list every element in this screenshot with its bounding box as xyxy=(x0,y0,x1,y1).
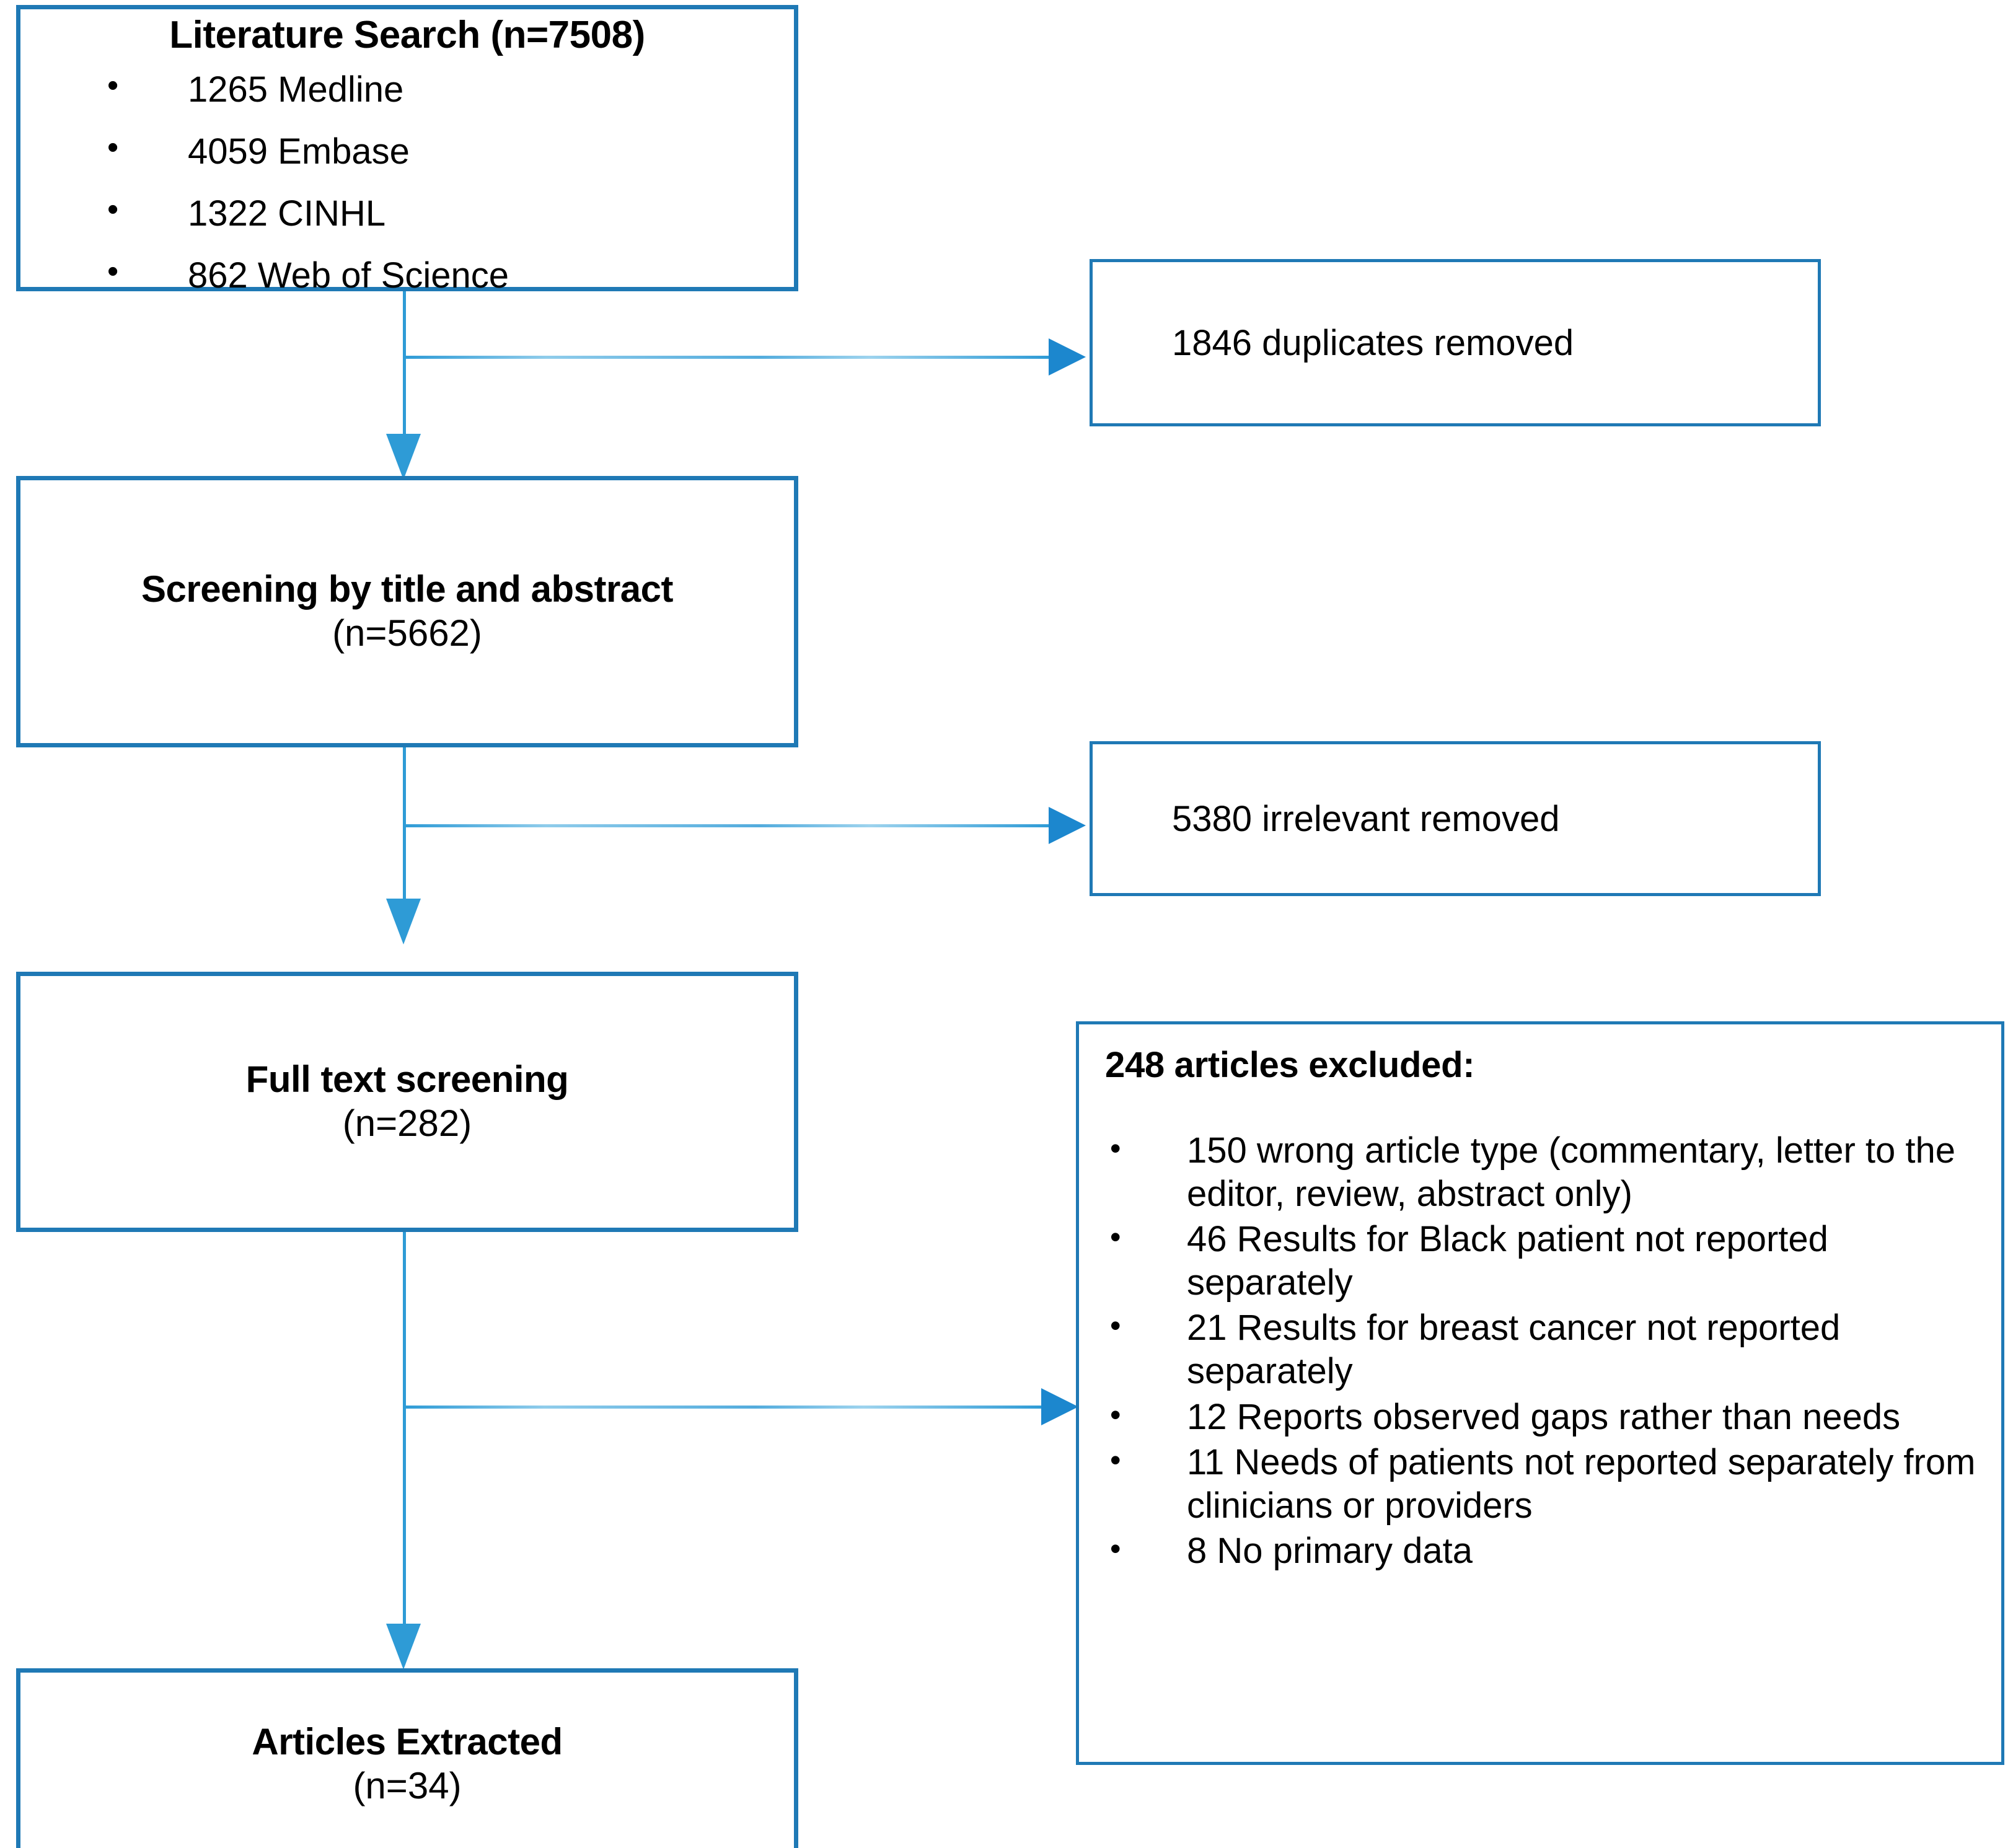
box-literature-search: Literature Search (n=7508) 1265 Medline … xyxy=(16,5,798,294)
box-title-abstract-screening: Screening by title and abstract (n=5662) xyxy=(16,476,798,747)
connector-arrowhead-right-3 xyxy=(1041,1388,1078,1425)
articles-extracted-title: Articles Extracted xyxy=(252,1721,563,1763)
list-item: 8 No primary data xyxy=(1105,1529,2001,1573)
title-abstract-screening-count: (n=5662) xyxy=(332,612,482,654)
connector-hline-2 xyxy=(404,824,1050,827)
title-abstract-screening-title: Screening by title and abstract xyxy=(141,568,674,610)
box-articles-extracted: Articles Extracted (n=34) xyxy=(16,1668,798,1848)
list-item: 11 Needs of patients not reported separa… xyxy=(1105,1441,2001,1527)
connector-arrowhead-right-2 xyxy=(1049,807,1086,844)
literature-search-title: Literature Search (n=7508) xyxy=(169,14,645,56)
list-item: 12 Reports observed gaps rather than nee… xyxy=(1105,1396,2001,1439)
box-full-text-screening: Full text screening (n=282) xyxy=(16,972,798,1232)
duplicates-removed-text: 1846 duplicates removed xyxy=(1172,322,1574,363)
list-item: 1322 CINHL xyxy=(107,193,794,232)
full-text-screening-count: (n=282) xyxy=(342,1102,472,1144)
articles-excluded-heading: 248 articles excluded: xyxy=(1105,1045,1475,1085)
connector-arrowhead-right-1 xyxy=(1049,338,1086,376)
connector-arrowhead-down-2 xyxy=(386,899,421,944)
box-articles-excluded: 248 articles excluded: 150 wrong article… xyxy=(1076,1021,2004,1765)
box-irrelevant-removed: 5380 irrelevant removed xyxy=(1090,741,1821,896)
connector-hline-3 xyxy=(404,1406,1042,1409)
irrelevant-removed-text: 5380 irrelevant removed xyxy=(1172,798,1560,839)
articles-extracted-count: (n=34) xyxy=(353,1765,462,1806)
connector-vline-3 xyxy=(403,1232,406,1641)
connector-hline-1 xyxy=(404,356,1050,359)
list-item: 862 Web of Science xyxy=(107,255,794,294)
literature-search-source-list: 1265 Medline 4059 Embase 1322 CINHL 862 … xyxy=(107,69,794,320)
box-duplicates-removed: 1846 duplicates removed xyxy=(1090,259,1821,426)
list-item: 21 Results for breast cancer not reporte… xyxy=(1105,1306,2001,1393)
connector-arrowhead-down-1 xyxy=(386,434,421,480)
list-item: 1265 Medline xyxy=(107,69,794,108)
connector-arrowhead-down-3 xyxy=(386,1624,421,1670)
articles-excluded-reason-list: 150 wrong article type (commentary, lett… xyxy=(1105,1129,2001,1575)
list-item: 150 wrong article type (commentary, lett… xyxy=(1105,1129,2001,1215)
list-item: 4059 Embase xyxy=(107,131,794,170)
list-item: 46 Results for Black patient not reporte… xyxy=(1105,1218,2001,1304)
connector-vline-1 xyxy=(403,291,406,446)
full-text-screening-title: Full text screening xyxy=(245,1058,569,1101)
connector-vline-2 xyxy=(403,747,406,909)
